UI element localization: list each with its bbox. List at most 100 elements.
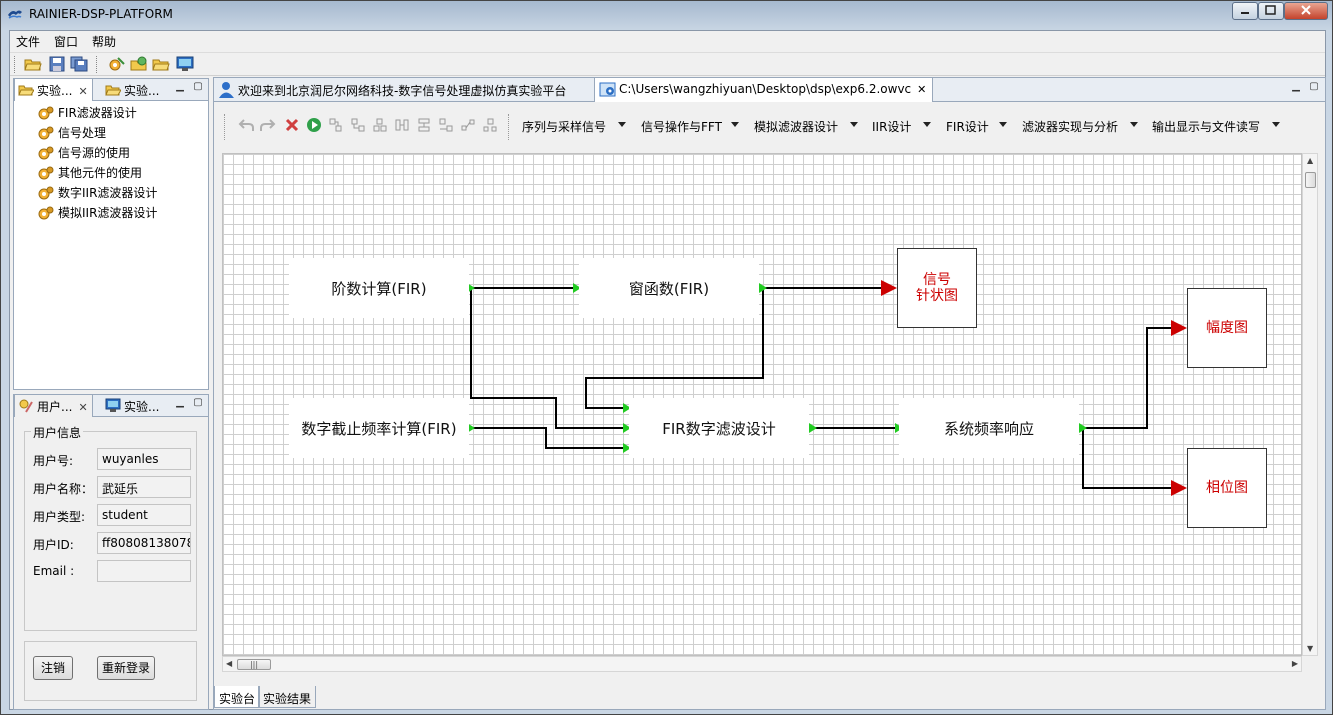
user-type-field[interactable]: student [97,504,191,526]
node-fir-filter-design[interactable]: FIR数字滤波设计 [629,398,809,458]
scroll-up-icon[interactable]: ▲ [1307,156,1314,165]
dropdown-arrow-icon[interactable] [850,122,858,127]
scroll-thumb[interactable] [1305,172,1316,188]
output-port-icon[interactable] [759,283,767,293]
node-cutoff-freq-calc[interactable]: 数字截止频率计算(FIR) [289,398,469,458]
distribute-horizontal-icon[interactable] [460,117,476,133]
output-port-icon[interactable] [467,283,475,293]
align-bottom-icon[interactable] [438,117,454,133]
menu-filter-analysis[interactable]: 滤波器实现与分析 [1022,120,1119,134]
toolbar-grip[interactable] [14,56,17,73]
dropdown-arrow-icon[interactable] [1130,122,1138,127]
minimize-button[interactable] [1232,2,1258,20]
open-project-icon[interactable] [152,56,170,72]
input-port-icon[interactable] [623,423,631,433]
scroll-left-icon[interactable]: ◀ [226,659,233,668]
node-stem-plot[interactable]: 信号 针状图 [897,248,977,328]
monitor-icon[interactable] [176,56,194,72]
output-port-icon[interactable] [467,423,475,433]
align-center-icon[interactable] [350,117,366,133]
tab-results[interactable]: 实验结果 [258,686,317,708]
menu-sequence-sampling[interactable]: 序列与采样信号 [522,120,607,134]
menu-iir-design[interactable]: IIR设计 [872,120,912,134]
node-order-calc[interactable]: 阶数计算(FIR) [289,258,469,318]
menu-help[interactable]: 帮助 [92,35,117,49]
diagram-canvas[interactable]: 阶数计算(FIR) 窗函数(FIR) 信号 针状图 数字截止频率计算(FIR) … [222,153,1302,656]
distribute-vertical-icon[interactable] [482,117,498,133]
align-right-icon[interactable] [372,117,388,133]
tree-item-fir-design[interactable]: FIR滤波器设计 [36,104,137,122]
scroll-down-icon[interactable]: ▼ [1307,644,1314,653]
maximize-panel-icon[interactable]: ▢ [193,397,203,408]
tab-workbench[interactable]: 实验台 [214,686,261,708]
tab-experiment-2[interactable]: 实验... [102,79,163,101]
close-button[interactable] [1284,2,1328,20]
menu-signal-fft[interactable]: 信号操作与FFT [641,120,722,134]
minimize-editor-icon[interactable]: ▁ [1292,81,1300,92]
dropdown-arrow-icon[interactable] [731,122,739,127]
menu-file[interactable]: 文件 [16,35,41,49]
align-middle-icon[interactable] [416,117,432,133]
tab-user-info[interactable]: 用户...✕ [14,395,93,417]
close-tab-icon[interactable]: ✕ [78,85,88,98]
title-bar[interactable]: RAINIER-DSP-PLATFORM [1,1,1332,29]
toolbar-grip[interactable] [96,56,99,73]
input-port-icon[interactable] [623,443,631,453]
input-port-icon[interactable] [573,283,581,293]
output-port-icon[interactable] [809,423,817,433]
user-number-field[interactable]: wuyanles [97,448,191,470]
close-tab-icon[interactable]: ✕ [78,401,88,414]
delete-icon[interactable] [284,117,300,133]
tree-item-signal-processing[interactable]: 信号处理 [36,124,106,142]
new-experiment-icon[interactable] [108,56,126,72]
undo-icon[interactable] [238,117,254,133]
tree-item-digital-iir[interactable]: 数字IIR滤波器设计 [36,184,157,202]
maximize-button[interactable] [1258,2,1284,20]
close-tab-icon[interactable]: ✕ [917,83,927,96]
maximize-panel-icon[interactable]: ▢ [193,81,203,92]
run-icon[interactable] [306,117,322,133]
email-field[interactable] [97,560,191,582]
node-phase-plot[interactable]: 相位图 [1187,448,1267,528]
menu-analog-filter[interactable]: 模拟滤波器设计 [754,120,839,134]
menu-output-file[interactable]: 输出显示与文件读写 [1152,120,1261,134]
tab-welcome[interactable]: 欢迎来到北京润尼尔网络科技-数字信号处理虚拟仿真实验平台 [214,78,572,102]
tree-item-label: FIR滤波器设计 [58,106,137,120]
relogin-button[interactable]: 重新登录 [97,656,155,680]
minimize-panel-icon[interactable]: ▁ [176,81,184,92]
scroll-right-icon[interactable]: ▶ [1291,659,1298,668]
vertical-scrollbar[interactable]: ▲ ▼ [1302,153,1318,656]
user-id-field[interactable]: ff80808138078 [97,532,191,554]
node-magnitude-plot[interactable]: 幅度图 [1187,288,1267,368]
align-left-icon[interactable] [328,117,344,133]
horizontal-scrollbar[interactable]: ◀ ||| ▶ [222,656,1302,672]
open-folder-icon[interactable] [24,56,42,72]
menu-fir-design[interactable]: FIR设计 [946,120,989,134]
redo-icon[interactable] [260,117,276,133]
tree-item-other-components[interactable]: 其他元件的使用 [36,164,142,182]
menu-window[interactable]: 窗口 [54,35,79,49]
minimize-panel-icon[interactable]: ▁ [176,397,184,408]
align-top-icon[interactable] [394,117,410,133]
node-system-freq-response[interactable]: 系统频率响应 [899,398,1079,458]
save-all-icon[interactable] [70,56,88,72]
output-port-icon[interactable] [1079,423,1087,433]
logout-button[interactable]: 注销 [33,656,73,680]
dropdown-arrow-icon[interactable] [1272,122,1280,127]
tab-experiment-file[interactable]: C:\Users\wangzhiyuan\Desktop\dsp\exp6.2.… [594,78,934,102]
user-name-field[interactable]: 武延乐 [97,476,191,498]
open-experiment-icon[interactable] [130,56,148,72]
tab-experiment-tree[interactable]: 实验...✕ [14,79,93,101]
maximize-editor-icon[interactable]: ▢ [1309,81,1319,92]
input-port-icon[interactable] [623,403,631,413]
dropdown-arrow-icon[interactable] [999,122,1007,127]
tab-experiment-monitor[interactable]: 实验... [102,395,163,417]
node-window-function[interactable]: 窗函数(FIR) [579,258,759,318]
dropdown-arrow-icon[interactable] [923,122,931,127]
tree-item-analog-iir[interactable]: 模拟IIR滤波器设计 [36,204,157,222]
scroll-thumb[interactable]: ||| [237,659,271,670]
flow-toolbar: 序列与采样信号 信号操作与FFT 模拟滤波器设计 IIR设计 FIR设计 滤波器… [220,106,1320,142]
dropdown-arrow-icon[interactable] [618,122,626,127]
tree-item-signal-source[interactable]: 信号源的使用 [36,144,130,162]
save-icon[interactable] [48,56,66,72]
